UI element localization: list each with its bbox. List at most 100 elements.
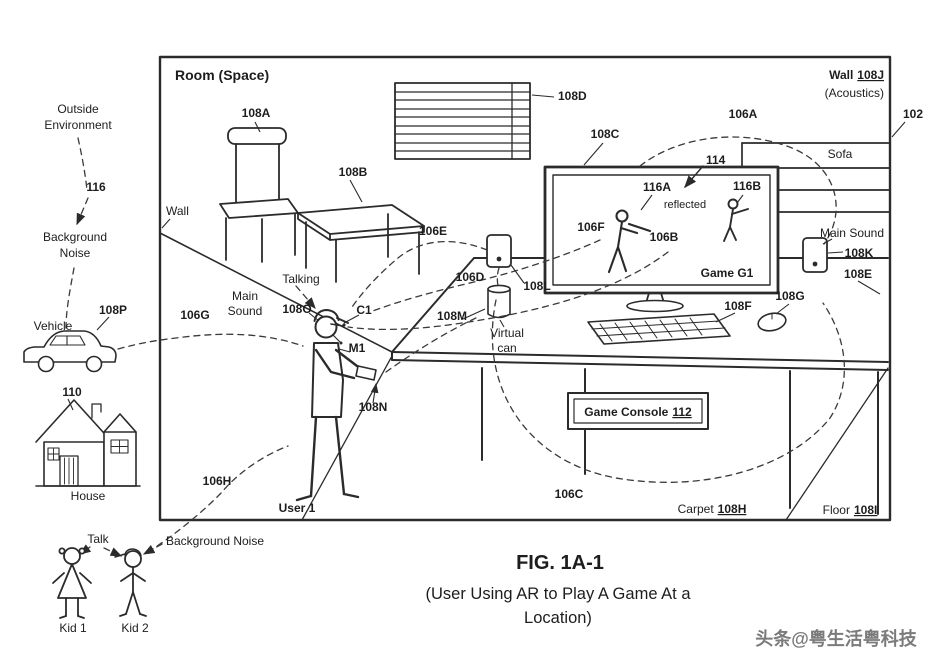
leader-108L bbox=[510, 264, 525, 284]
handheld-controller bbox=[355, 365, 377, 381]
leader-108O bbox=[308, 312, 320, 322]
label-108P: 108P bbox=[99, 303, 127, 317]
label-M1: M1 bbox=[349, 341, 366, 355]
leader-110 bbox=[67, 398, 74, 411]
sound-path-106B bbox=[347, 251, 669, 331]
leader-C1 bbox=[343, 314, 360, 324]
label-kid-1: Kid 1 bbox=[59, 621, 87, 635]
label-sofa: Sofa bbox=[828, 147, 853, 161]
user-figure bbox=[295, 309, 377, 502]
noise-to-vehicle-path bbox=[65, 267, 75, 329]
label-108F: 108F bbox=[724, 299, 751, 313]
label-vehicle: Vehicle bbox=[34, 319, 73, 333]
camera-C1-dot bbox=[342, 323, 346, 327]
leader-virtual-can bbox=[499, 319, 505, 328]
label-106H: 106H bbox=[203, 474, 232, 488]
cap bbox=[114, 548, 142, 558]
sound-paths bbox=[65, 136, 845, 557]
leader-102 bbox=[891, 121, 906, 138]
label-talking: Talking bbox=[282, 272, 319, 286]
figure-subtitle-2: Location) bbox=[524, 609, 592, 627]
sound-path-106C bbox=[491, 299, 845, 483]
sound-path-106F bbox=[369, 239, 601, 313]
label-bg-noise-bottom: Background Noise bbox=[166, 534, 264, 548]
label-110: 110 bbox=[62, 385, 82, 399]
label-game-g1: Game G1 bbox=[701, 266, 754, 280]
label-C1: C1 bbox=[356, 303, 372, 317]
desk bbox=[391, 257, 889, 515]
leader-main-sound-right bbox=[822, 238, 833, 245]
leader-108A bbox=[254, 121, 261, 133]
speaker-108L bbox=[486, 234, 512, 268]
house bbox=[35, 399, 141, 487]
arrow-116 bbox=[76, 197, 89, 226]
label-outside-1: Outside bbox=[57, 102, 99, 116]
label-virtual-can-1: Virtual bbox=[490, 326, 524, 340]
reflected-arrow-114 bbox=[684, 165, 704, 189]
kid-1 bbox=[52, 547, 92, 619]
label-106E: 106E bbox=[419, 224, 447, 238]
mic-M1-dot bbox=[339, 341, 343, 345]
label-user-1: User 1 bbox=[279, 501, 316, 515]
label-106A: 106A bbox=[729, 107, 758, 121]
game-character-116B bbox=[723, 198, 749, 242]
label-116A: 116A bbox=[643, 180, 671, 194]
label-106F: 106F bbox=[577, 220, 604, 234]
label-106G: 106G bbox=[180, 308, 209, 322]
label-virtual-can-2: can bbox=[497, 341, 516, 355]
label-106C: 106C bbox=[555, 487, 584, 501]
bgnoise-kid-arrow bbox=[142, 543, 163, 555]
figure-subtitle-1: (User Using AR to Play A Game At a bbox=[425, 585, 691, 603]
sound-path-106D bbox=[496, 267, 500, 287]
leader-lines bbox=[67, 94, 906, 411]
game-character-116A bbox=[607, 209, 652, 274]
talking-arrow bbox=[295, 285, 316, 309]
label-108E: 108E bbox=[844, 267, 872, 281]
sound-path-106A bbox=[639, 136, 837, 245]
left-arm bbox=[314, 348, 356, 380]
label-house: House bbox=[71, 489, 106, 503]
figure-title: FIG. 1A-1 bbox=[516, 552, 604, 574]
label-main-sound-left-1: Main bbox=[232, 289, 258, 303]
game-console bbox=[567, 392, 709, 430]
ar-glasses bbox=[330, 323, 344, 327]
label-acoustics: (Acoustics) bbox=[825, 86, 884, 100]
label-108M: 108M bbox=[437, 309, 467, 323]
label-talk: Talk bbox=[87, 532, 109, 546]
label-wall-left: Wall bbox=[166, 204, 189, 218]
leader-108M bbox=[462, 308, 486, 320]
leader-108D bbox=[531, 94, 555, 98]
vehicle bbox=[23, 330, 117, 373]
leader-116A bbox=[640, 194, 653, 211]
label-108G: 108G bbox=[775, 289, 804, 303]
speaker-108K bbox=[802, 237, 828, 273]
sound-path-106G bbox=[117, 333, 304, 350]
leader-108K bbox=[827, 251, 844, 254]
room-title: Room (Space) bbox=[175, 67, 269, 83]
leader-116B bbox=[736, 194, 744, 204]
environment-path bbox=[77, 137, 88, 191]
chair bbox=[219, 127, 299, 263]
window-blinds bbox=[394, 82, 531, 160]
label-106B: 106B bbox=[650, 230, 679, 244]
leader-wall-left bbox=[161, 218, 171, 229]
label-main-sound-right: Main Sound bbox=[820, 226, 884, 240]
label-102: 102 bbox=[903, 107, 923, 121]
mouse bbox=[757, 312, 787, 332]
virtual-can bbox=[487, 284, 511, 319]
feet bbox=[295, 492, 360, 502]
label-bg-noise-1: Background bbox=[43, 230, 107, 244]
label-108A: 108A bbox=[242, 106, 271, 120]
label-106D: 106D bbox=[456, 270, 485, 284]
label-reflected: reflected bbox=[664, 199, 706, 211]
hand-to-can-path bbox=[385, 316, 479, 373]
leader-108N bbox=[370, 382, 379, 404]
legs bbox=[309, 415, 346, 498]
label-108O: 108O bbox=[282, 302, 311, 316]
keyboard bbox=[587, 313, 731, 345]
